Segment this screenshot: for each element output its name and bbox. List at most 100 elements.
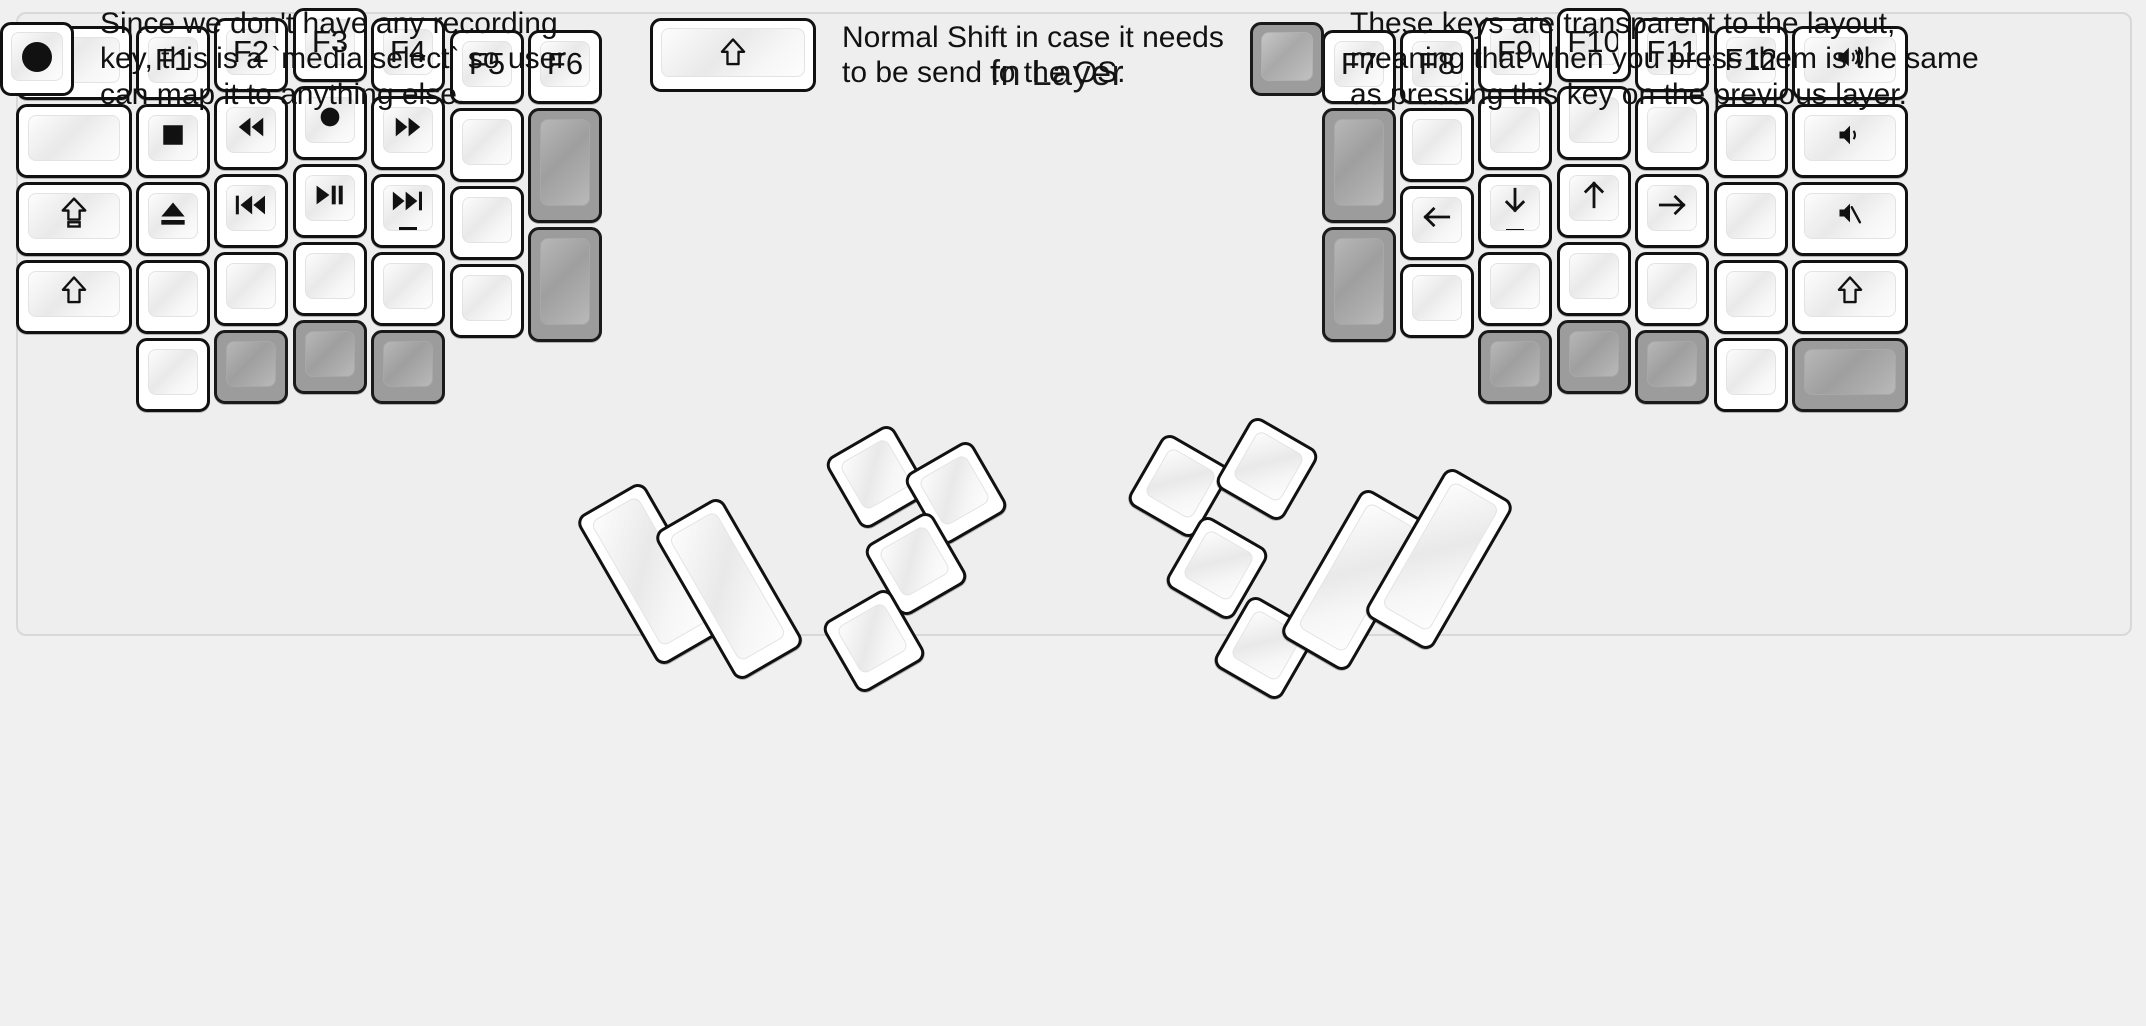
- left-col-6-index-inner-key-3[interactable]: [450, 186, 524, 260]
- right-col-5-ring-key-3-cap: [1647, 185, 1697, 231]
- next-track-icon: [389, 187, 427, 221]
- right-col-5-ring-key-1-cap: F11: [1647, 29, 1697, 75]
- right-col-5-ring-key-3[interactable]: [1635, 174, 1709, 248]
- right-col-1-inner-key-2[interactable]: [1322, 108, 1396, 223]
- left-col-4-middle-key-3-cap: [305, 175, 355, 221]
- right-col-7-pinky-outer-key-3[interactable]: [1792, 182, 1908, 256]
- left-col-1-pinky-outer-key-4[interactable]: [16, 260, 132, 334]
- right-col-6-pinky-key-2[interactable]: [1714, 104, 1788, 178]
- left-col-2-pinky-key-2[interactable]: [136, 104, 210, 178]
- right-col-3-index-key-3-legend: [1501, 186, 1529, 230]
- left-col-3-ring-key-2-legend: [234, 113, 268, 147]
- legend-item-transparent: These keys are transparent to the layout…: [1250, 6, 1979, 112]
- right-col-3-index-key-2[interactable]: [1478, 96, 1552, 170]
- right-col-7-pinky-outer-key-5[interactable]: [1792, 338, 1908, 412]
- legend-key-shift: [650, 18, 816, 92]
- right-col-3-index-key-4-cap: [1490, 263, 1540, 309]
- right-col-1-inner-key-1-label: F7: [1340, 46, 1378, 81]
- right-col-7-pinky-outer-key-2[interactable]: [1792, 104, 1908, 178]
- left-col-3-ring-key-2-cap: [226, 107, 276, 153]
- legend-key-shift-cap: [661, 28, 805, 77]
- right-col-6-pinky-key-4[interactable]: [1714, 260, 1788, 334]
- left-col-2-pinky-key-1[interactable]: F1: [136, 26, 210, 100]
- right-col-5-ring-key-1[interactable]: F11: [1635, 18, 1709, 92]
- right-col-6-pinky-key-5[interactable]: [1714, 338, 1788, 412]
- left-col-6-index-inner-key-4[interactable]: [450, 264, 524, 338]
- left-col-6-index-inner-key-1[interactable]: F5: [450, 30, 524, 104]
- left-col-5-index-key-4[interactable]: [371, 252, 445, 326]
- right-col-6-pinky-key-1-label: F12: [1726, 42, 1776, 77]
- left-col-5-index-key-1[interactable]: F4: [371, 18, 445, 92]
- thumb-r-small-2-cap: [1231, 429, 1306, 504]
- right-col-7-pinky-outer-key-4-legend: [1835, 275, 1865, 313]
- left-col-5-index-key-2-cap: [383, 107, 433, 153]
- left-col-7-inner-key-2[interactable]: [528, 108, 602, 223]
- right-col-5-ring-key-2[interactable]: [1635, 96, 1709, 170]
- left-col-5-index-key-2[interactable]: [371, 96, 445, 170]
- left-col-2-pinky-key-4[interactable]: [136, 260, 210, 334]
- page-title: fn Layer: [990, 52, 1125, 93]
- left-col-7-inner-key-2-cap: [540, 119, 590, 206]
- arrow-left-icon: [1420, 203, 1454, 237]
- left-col-6-index-inner-key-3-cap: [462, 197, 512, 243]
- left-col-7-inner-key-1[interactable]: F6: [528, 30, 602, 104]
- left-col-4-middle-key-4[interactable]: [293, 242, 367, 316]
- left-col-6-index-inner-key-1-cap: F5: [462, 41, 512, 87]
- right-col-4-middle-key-3[interactable]: [1557, 164, 1631, 238]
- left-col-2-pinky-key-5[interactable]: [136, 338, 210, 412]
- left-col-6-index-inner-key-2[interactable]: [450, 108, 524, 182]
- left-col-5-index-key-3[interactable]: [371, 174, 445, 248]
- shift-icon: [1835, 275, 1865, 313]
- right-col-1-inner-key-3[interactable]: [1322, 227, 1396, 342]
- left-col-1-pinky-outer-key-2-cap: [28, 115, 120, 161]
- right-col-2-index-inner-key-3[interactable]: [1400, 186, 1474, 260]
- left-col-2-pinky-key-3[interactable]: [136, 182, 210, 256]
- left-col-4-middle-key-1[interactable]: F3: [293, 8, 367, 82]
- left-col-3-ring-key-2[interactable]: [214, 96, 288, 170]
- right-col-7-pinky-outer-key-4[interactable]: [1792, 260, 1908, 334]
- left-col-4-middle-key-3-legend: [313, 181, 347, 215]
- left-col-3-ring-key-5-cap: [226, 341, 276, 387]
- left-col-7-inner-key-3[interactable]: [528, 227, 602, 342]
- thumb-l-small-4-cap: [835, 601, 910, 676]
- left-col-3-ring-key-1[interactable]: F2: [214, 18, 288, 92]
- left-col-4-middle-key-3[interactable]: [293, 164, 367, 238]
- left-col-1-pinky-outer-key-2[interactable]: [16, 104, 132, 178]
- right-col-2-index-inner-key-4[interactable]: [1400, 264, 1474, 338]
- left-col-3-ring-key-3[interactable]: [214, 174, 288, 248]
- right-col-7-pinky-outer-key-3-legend: [1835, 199, 1865, 233]
- right-col-2-index-inner-key-1[interactable]: F8: [1400, 30, 1474, 104]
- right-col-6-pinky-key-3[interactable]: [1714, 182, 1788, 256]
- right-col-6-pinky-key-1[interactable]: F12: [1714, 26, 1788, 100]
- legend-item-shift: Normal Shift in case it needs to be send…: [650, 18, 1224, 92]
- left-col-3-ring-key-4[interactable]: [214, 252, 288, 326]
- right-col-4-middle-key-5[interactable]: [1557, 320, 1631, 394]
- right-col-4-middle-key-1[interactable]: F10: [1557, 8, 1631, 82]
- right-col-4-middle-key-4[interactable]: [1557, 242, 1631, 316]
- right-col-6-pinky-key-3-cap: [1726, 193, 1776, 239]
- left-col-1-pinky-outer-key-4-legend: [59, 275, 89, 313]
- left-col-4-middle-key-2[interactable]: [293, 86, 367, 160]
- right-col-4-middle-key-2[interactable]: [1557, 86, 1631, 160]
- left-col-1-pinky-outer-key-3[interactable]: [16, 182, 132, 256]
- right-col-7-pinky-outer-key-2-cap: [1804, 115, 1896, 161]
- right-col-4-middle-key-1-cap: F10: [1569, 19, 1619, 65]
- right-col-7-pinky-outer-key-1[interactable]: [1792, 26, 1908, 100]
- left-col-2-pinky-key-1-label: F1: [154, 42, 192, 77]
- right-col-2-index-inner-key-2[interactable]: [1400, 108, 1474, 182]
- right-col-5-ring-key-4[interactable]: [1635, 252, 1709, 326]
- left-col-4-middle-key-2-cap: [305, 97, 355, 143]
- right-col-3-index-key-4[interactable]: [1478, 252, 1552, 326]
- left-col-5-index-key-5[interactable]: [371, 330, 445, 404]
- right-col-5-ring-key-5[interactable]: [1635, 330, 1709, 404]
- right-col-3-index-key-1[interactable]: F9: [1478, 18, 1552, 92]
- right-col-3-index-key-1-cap: F9: [1490, 29, 1540, 75]
- right-col-4-middle-key-1-label: F10: [1569, 24, 1619, 59]
- right-col-1-inner-key-1[interactable]: F7: [1322, 30, 1396, 104]
- volume-mute-icon: [1835, 199, 1865, 233]
- left-col-3-ring-key-5[interactable]: [214, 330, 288, 404]
- left-col-4-middle-key-5[interactable]: [293, 320, 367, 394]
- right-col-3-index-key-5[interactable]: [1478, 330, 1552, 404]
- arrow-right-icon: [1655, 191, 1689, 225]
- right-col-3-index-key-3[interactable]: [1478, 174, 1552, 248]
